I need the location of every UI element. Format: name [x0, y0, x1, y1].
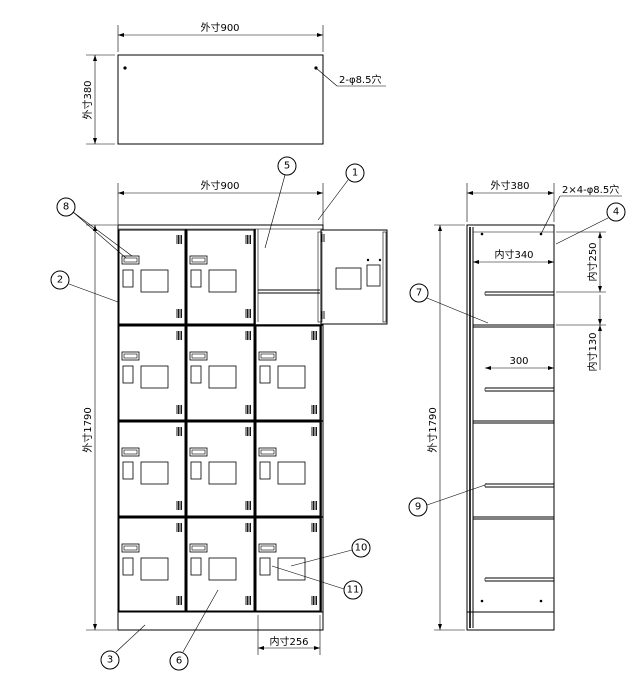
inner-pitch-label: 内寸130: [586, 332, 599, 371]
key-lock: [190, 365, 202, 384]
name-plate: [189, 543, 208, 553]
name-plate: [189, 351, 208, 361]
key-lock: [190, 461, 202, 480]
side-view: 外寸380 2×4-φ8.5穴: [426, 179, 622, 631]
door-panel: [140, 557, 169, 581]
key-lock: [122, 557, 134, 576]
name-plate: [121, 255, 140, 265]
door-panel: [140, 461, 169, 485]
svg-text:3: 3: [107, 655, 113, 666]
name-plate: [258, 447, 277, 457]
name-plate: [121, 351, 140, 361]
callout-7: [409, 283, 429, 303]
top-hole-leader: [315, 67, 338, 87]
key-lock: [122, 461, 134, 480]
top-width-label: 外寸900: [200, 21, 239, 34]
door-panel: [140, 269, 169, 293]
name-plate: [258, 351, 277, 361]
top-view-hole-left: [123, 66, 127, 70]
door-panel: [208, 557, 237, 581]
inner-height-label: 内寸250: [586, 242, 599, 281]
open-compartment: [257, 229, 320, 322]
key-lock: [122, 269, 134, 288]
svg-text:2: 2: [57, 275, 63, 286]
side-height-label: 外寸1790: [426, 407, 439, 452]
svg-text:1: 1: [352, 168, 358, 179]
top-view-outline: [117, 54, 324, 145]
callout-9: [408, 497, 428, 517]
door-panel: [208, 461, 237, 485]
top-depth-label: 外寸380: [81, 80, 94, 119]
svg-text:8: 8: [63, 202, 69, 213]
svg-text:7: 7: [416, 288, 422, 299]
key-lock: [122, 365, 134, 384]
callout-8: [56, 197, 76, 217]
side-hole-note: 2×4-φ8.5穴: [562, 183, 619, 196]
callout-1: [345, 163, 365, 183]
open-door: [317, 229, 388, 325]
callout-4: [606, 202, 626, 222]
shelf-depth-label: 300: [509, 356, 528, 367]
front-height-label: 外寸1790: [81, 407, 94, 452]
svg-text:5: 5: [284, 161, 290, 172]
callout-2: [50, 270, 70, 290]
inner-width-label: 内寸256: [269, 635, 308, 648]
door-panel: [140, 365, 169, 389]
callout-5: [277, 156, 297, 176]
name-plate: [258, 543, 277, 553]
front-width-label: 外寸900: [200, 179, 239, 192]
side-hole-leader: [540, 195, 561, 235]
door-panel: [208, 365, 237, 389]
callouts: 1 2 3 4 5 6 7 8 9 10: [50, 156, 626, 671]
side-outline: [466, 224, 555, 631]
door-panel: [277, 461, 306, 485]
door-panel: [208, 269, 237, 293]
key-lock: [190, 269, 202, 288]
callout-6: [169, 651, 189, 671]
side-depth-label: 外寸380: [490, 179, 529, 192]
callout-11: [343, 580, 363, 600]
svg-text:6: 6: [176, 656, 182, 667]
inner-depth-label: 内寸340: [494, 248, 533, 261]
key-lock: [190, 557, 202, 576]
name-plate: [189, 447, 208, 457]
name-plate: [189, 255, 208, 265]
callout-10: [351, 538, 371, 558]
svg-text:9: 9: [415, 502, 421, 513]
svg-text:4: 4: [613, 207, 619, 218]
svg-text:10: 10: [355, 543, 368, 554]
front-view: 外寸900 外寸1790: [81, 179, 388, 655]
name-plate: [121, 543, 140, 553]
callout-3: [100, 650, 120, 670]
svg-text:11: 11: [347, 585, 360, 596]
top-view: 外寸900 外寸380 2-φ8.5穴: [81, 21, 386, 145]
door-panel: [277, 365, 306, 389]
cabinet-outline: [117, 224, 324, 631]
name-plate: [121, 447, 140, 457]
key-lock: [259, 557, 271, 576]
key-lock: [259, 461, 271, 480]
top-hole-note: 2-φ8.5穴: [339, 73, 381, 86]
key-lock: [259, 365, 271, 384]
